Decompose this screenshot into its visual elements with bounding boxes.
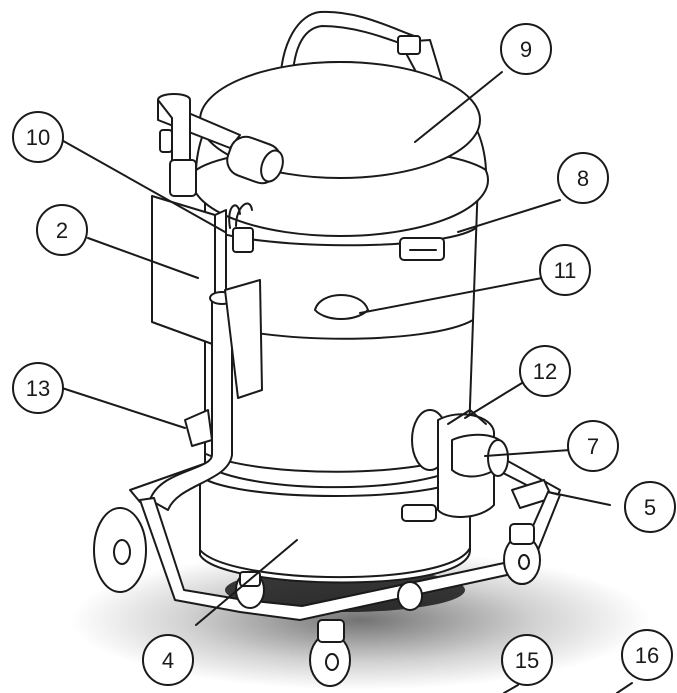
callout-label-4: 4 [162, 648, 174, 673]
lower-handle [401, 504, 437, 522]
left-wheel-hub [113, 539, 131, 565]
filter-panel [224, 279, 263, 399]
caster-back-right [397, 581, 423, 611]
leader-2 [87, 237, 199, 279]
callout-circle-7 [567, 420, 619, 472]
callout-label-12: 12 [533, 359, 557, 384]
leader-8 [457, 199, 561, 233]
motor-outlet-opening [487, 439, 509, 477]
inlet-opening [260, 149, 284, 183]
switch-cable-2 [228, 204, 241, 229]
lower-drum [199, 469, 471, 584]
callout-label-2: 2 [56, 218, 68, 243]
callout-circle-10 [12, 111, 64, 163]
leader-lines [57, 71, 633, 693]
leader-7 [484, 449, 571, 457]
valve-nozzle [159, 129, 173, 153]
callout-label-9: 9 [520, 37, 532, 62]
leader-13 [61, 387, 186, 429]
callout-circle-11 [539, 244, 591, 296]
leader-9 [414, 71, 503, 143]
leader-12 [464, 382, 523, 419]
leader-4 [195, 539, 298, 626]
vacuum-machine [93, 10, 561, 687]
callout-circle-16 [621, 629, 673, 681]
leader-5 [547, 491, 611, 506]
callout-circle-5 [624, 481, 676, 533]
caster-front-right [503, 523, 541, 585]
callout-circle-2 [36, 204, 88, 256]
vertical-pipe [149, 299, 233, 511]
valve-fitting [169, 159, 197, 197]
drum-band-upper [205, 227, 477, 247]
callout-label-7: 7 [587, 434, 599, 459]
callout-label-10: 10 [26, 125, 50, 150]
lower-drum-bottom [199, 547, 471, 579]
callout-label-13: 13 [26, 376, 50, 401]
callout-circle-9 [500, 23, 552, 75]
electrical-box [151, 195, 216, 346]
callout-label-15: 15 [515, 648, 539, 673]
top-clamp [397, 35, 421, 55]
callout-circle-4 [142, 634, 194, 686]
callout-label-16: 16 [635, 643, 659, 668]
leader-10 [57, 137, 226, 233]
switch-plate [232, 227, 254, 253]
motor-top [447, 409, 487, 425]
leader-15 [503, 684, 519, 693]
callout-label-11: 11 [554, 258, 577, 283]
caster-front-left [309, 619, 351, 687]
callout-circle-8 [557, 152, 609, 204]
callouts: 9 10 8 2 11 13 12 7 5 4 15 16 [12, 23, 676, 686]
leader-11 [359, 277, 543, 314]
leader-16 [616, 682, 633, 693]
callout-label-5: 5 [644, 495, 656, 520]
callout-label-8: 8 [577, 166, 589, 191]
caster-back-left [235, 571, 265, 609]
callout-circle-15 [501, 634, 553, 686]
callout-circle-13 [12, 362, 64, 414]
drum-latch [314, 294, 369, 320]
callout-circle-12 [519, 345, 571, 397]
left-latch [184, 409, 213, 447]
switch-cable [235, 202, 253, 227]
